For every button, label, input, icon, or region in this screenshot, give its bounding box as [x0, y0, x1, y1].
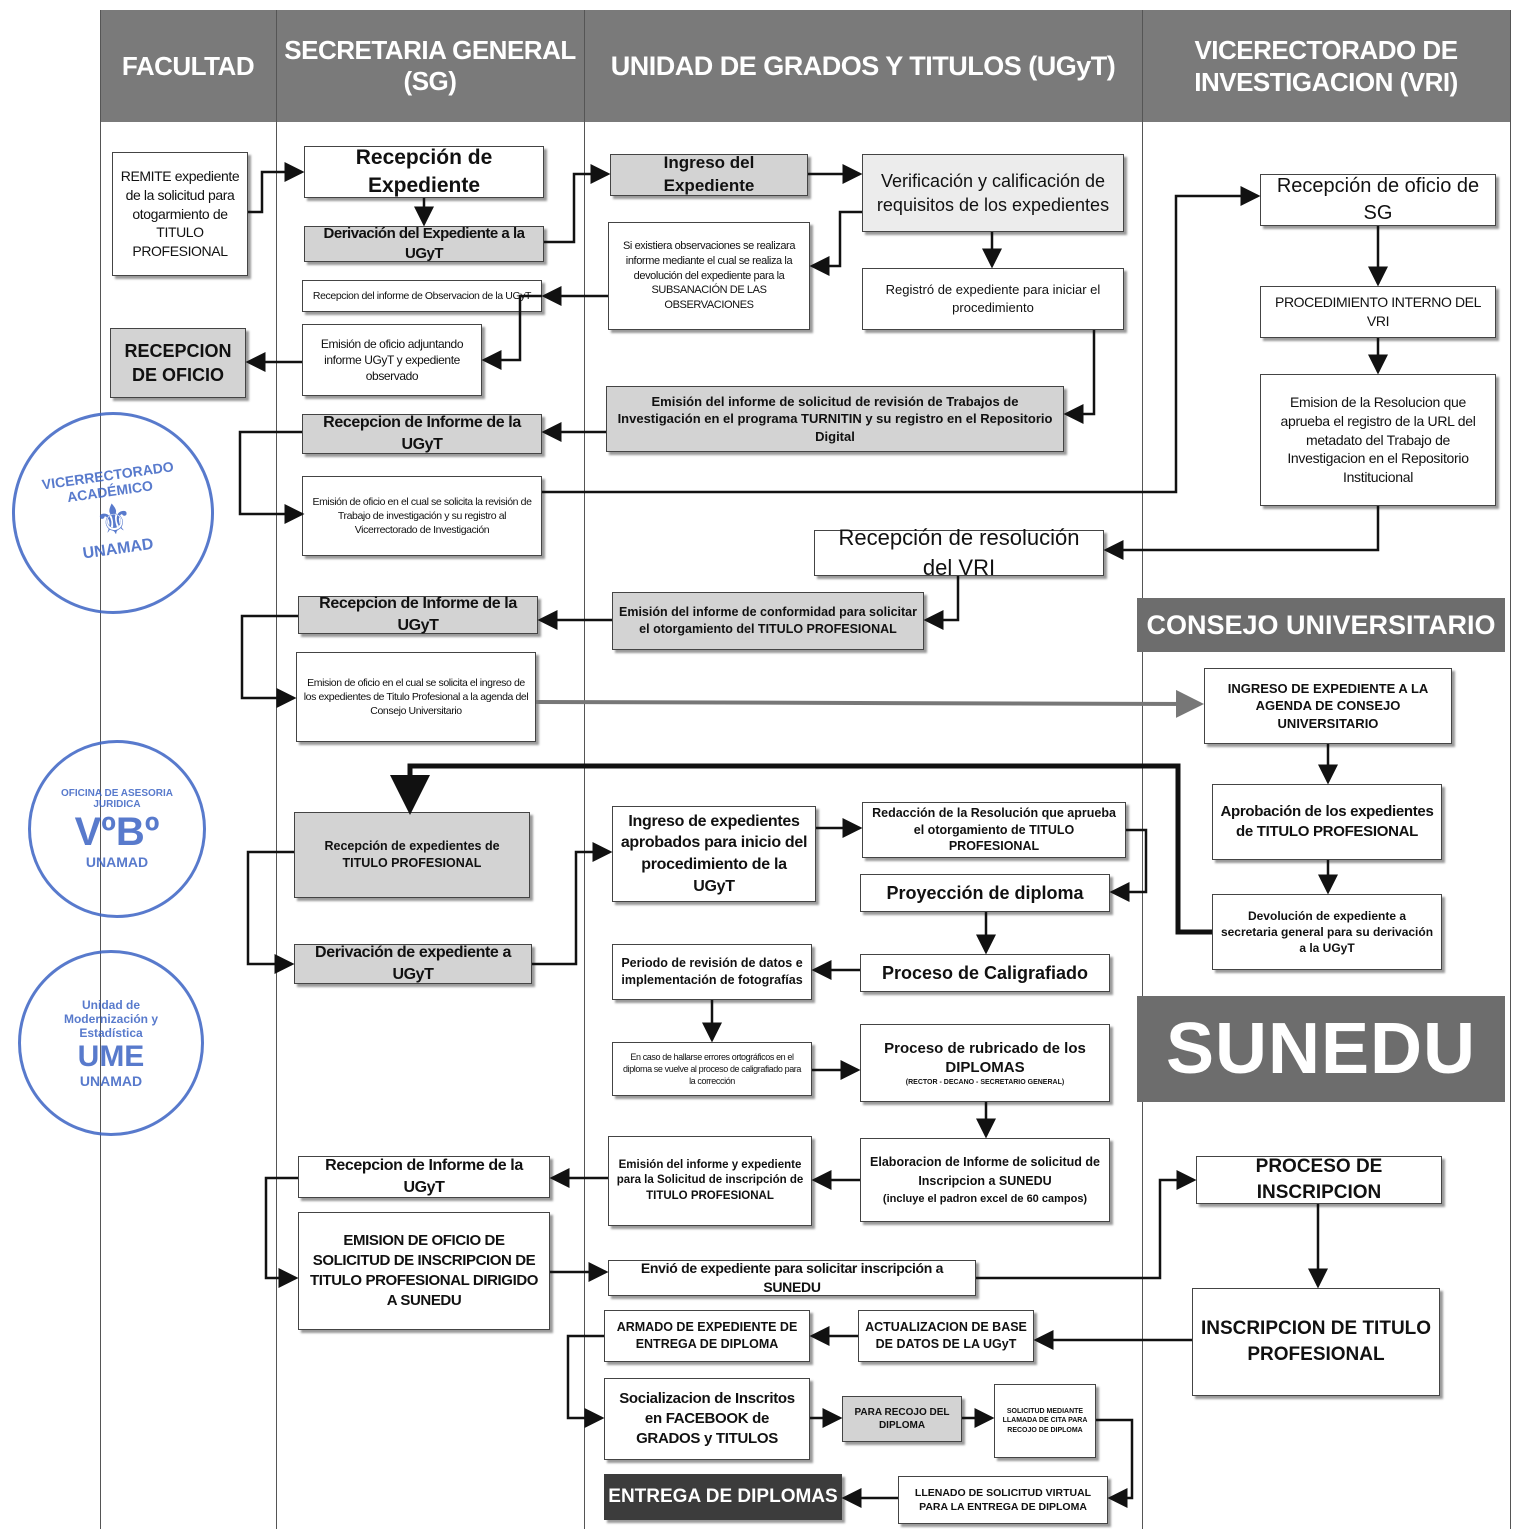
rubricado-box: Proceso de rubricado de los DIPLOMAS (RE…: [860, 1024, 1110, 1102]
elaboracion-box: Elaboracion de Informe de solicitud de I…: [860, 1138, 1110, 1222]
stamp-ume-center: UME: [77, 1039, 145, 1073]
arrow-derivacion2-ingreso: [532, 842, 613, 966]
procedimiento-vri-box: PROCEDIMIENTO INTERNO DEL VRI: [1260, 286, 1496, 338]
remite-box: REMITE expediente de la solicitud para o…: [112, 152, 248, 276]
recepcion-oficio-sg-box: Recepción de oficio de SG: [1260, 174, 1496, 226]
stamp-asesoria: OFICINA DE ASESORIA JURIDICA VºBº UNAMAD: [28, 740, 206, 918]
proceso-inscripcion-box: PROCESO DE INSCRIPCION: [1196, 1156, 1442, 1204]
header-vri: VICERECTORADO DE INVESTIGACION (VRI): [1142, 10, 1510, 122]
proceso-caligrafiado-box: Proceso de Caligrafiado: [860, 954, 1110, 992]
stamp-vicerrectorado-emblem: ⚜: [91, 493, 136, 546]
stamp-asesoria-center: VºBº: [74, 810, 160, 854]
recepcion-informe-1-box: Recepcion de Informe de la UGyT: [302, 414, 542, 454]
recepcion-oficio-box: RECEPCION DE OFICIO: [110, 328, 246, 398]
redaccion-resolucion-box: Redacción de la Resolución que aprueba e…: [862, 802, 1126, 858]
consejo-band: CONSEJO UNIVERSITARIO: [1137, 598, 1505, 652]
llenado-solicitud-box: LLENADO DE SOLICITUD VIRTUAL PARA LA ENT…: [898, 1476, 1108, 1524]
observaciones-box: Si existiera observaciones se realizara …: [608, 222, 810, 330]
header-vri-line2: INVESTIGACION (VRI): [1194, 67, 1458, 97]
lane-divider-5: [1510, 10, 1511, 1529]
stamp-vicerrectorado-bottom: UNAMAD: [81, 535, 155, 563]
registro-box: Registró de expediente para iniciar el p…: [862, 268, 1124, 330]
periodo-revision-box: Periodo de revisión de datos e implement…: [612, 944, 812, 1000]
sunedu-band: SUNEDU: [1137, 996, 1505, 1102]
recepcion-informe-3-box: Recepcion de Informe de la UGyT: [298, 1156, 550, 1198]
recepcion-informe-obs-box: Recepcion del informe de Observacion de …: [302, 280, 542, 312]
header-ugyt: UNIDAD DE GRADOS Y TITULOS (UGyT): [610, 50, 1116, 81]
stamp-ume-top: Unidad de Modernización y Estadística: [63, 997, 158, 1040]
header-sg: SECRETARIA GENERAL (SG): [284, 35, 576, 96]
armado-expediente-box: ARMADO DE EXPEDIENTE DE ENTREGA DE DIPLO…: [604, 1310, 810, 1362]
stamp-vicerrectorado: VICERRECTORADO ACADÉMICO ⚜ UNAMAD: [0, 398, 228, 628]
derivacion-ugyt-2-box: Derivación de expediente a UGyT: [294, 944, 532, 984]
lane-divider-2: [276, 10, 277, 1529]
entrega-diplomas-box: ENTREGA DE DIPLOMAS: [604, 1474, 842, 1520]
emision-oficio-obs-box: Emisión de oficio adjuntando informe UGy…: [302, 324, 482, 396]
header-bar: [100, 10, 1510, 122]
stamp-asesoria-top: OFICINA DE ASESORIA JURIDICA: [60, 788, 174, 810]
stamp-ume-bottom: UNAMAD: [79, 1072, 143, 1089]
arrow-emision-cu-agenda: [535, 689, 1204, 718]
aprobacion-expedientes-box: Aprobación de los expedientes de TITULO …: [1212, 784, 1442, 860]
arrow-recepcion-titulo-derivacion: [246, 850, 295, 974]
socializacion-box: Socializacion de Inscritos en FACEBOOK d…: [604, 1378, 810, 1460]
arrow-registro-turnitin: [1063, 330, 1096, 424]
emision-turnitin-box: Emisión del informe de solicitud de revi…: [606, 386, 1064, 452]
actualizacion-base-box: ACTUALIZACION DE BASE DE DATOS DE LA UGy…: [858, 1310, 1034, 1362]
lane-divider-3: [584, 10, 585, 1529]
para-recojo-box: PARA RECOJO DEL DIPLOMA: [842, 1396, 962, 1442]
recepcion-titulo-box: Recepción de expedientes de TITULO PROFE…: [294, 812, 530, 898]
arrow-recepcion3-emision-sunedu: [264, 1176, 299, 1288]
arrow-armado-socializacion: [566, 1334, 605, 1428]
lane-divider-4: [1142, 10, 1143, 1529]
emision-oficio-cu-box: Emision de oficio en el cual se solicita…: [296, 652, 536, 742]
arrow-verificacion-observaciones: [809, 210, 862, 276]
emision-oficio-vri-box: Emisión de oficio en el cual se solicita…: [302, 476, 542, 556]
derivacion-ugyt-box: Derivación del Expediente a la UGyT: [304, 225, 544, 262]
rubricado-sub: (RECTOR - DECANO - SECRETARIO GENERAL): [905, 1078, 1065, 1086]
arrow-recepcion1-emision-vri: [238, 430, 305, 524]
envio-expediente-box: Envió de expediente para solicitar inscr…: [608, 1260, 976, 1296]
arrow-recepcion2-emision-cu: [240, 614, 298, 708]
elaboracion-sub: (incluye el padron excel de 60 campos): [882, 1192, 1088, 1205]
ingreso-expediente-box: Ingreso del Expediente: [610, 153, 808, 196]
recepcion-informe-2-box: Recepcion de Informe de la UGyT: [298, 595, 538, 634]
stamp-asesoria-bottom: UNAMAD: [85, 854, 149, 870]
recepcion-resolucion-vri-box: Recepción de resolución del VRI: [814, 525, 1104, 580]
emision-oficio-sunedu-box: EMISION DE OFICIO DE SOLICITUD DE INSCRI…: [298, 1212, 550, 1330]
verificacion-box: Verificación y calificación de requisito…: [862, 154, 1124, 232]
emision-inscripcion-box: Emisión del informe y expediente para la…: [608, 1136, 812, 1226]
arrow-emision-resolucion-recepcion: [1103, 506, 1380, 560]
recepcion-expediente-box: Recepción de Expediente: [304, 146, 544, 198]
header-vri-line1: VICERECTORADO DE: [1194, 34, 1458, 65]
ingreso-aprobados-box: Ingreso de expedientes aprobados para in…: [612, 806, 816, 902]
rubricado-title: Proceso de rubricado de los DIPLOMAS: [884, 1039, 1086, 1077]
emision-resolucion-vri-box: Emision de la Resolucion que aprueba el …: [1260, 374, 1496, 506]
inscripcion-titulo-box: INSCRIPCION DE TITULO PROFESIONAL: [1192, 1288, 1440, 1396]
arrow-derivacion-ingreso: [544, 164, 611, 244]
ingreso-agenda-cu-box: INGRESO DE EXPEDIENTE A LA AGENDA DE CON…: [1204, 668, 1452, 744]
stamp-ume: Unidad de Modernización y Estadística UM…: [18, 950, 204, 1136]
solicitud-llamada-box: SOLICITUD MEDIANTE LLAMADA DE CITA PARA …: [994, 1384, 1096, 1458]
header-facultad: FACULTAD: [121, 50, 255, 81]
arrow-remite-recepcion: [248, 162, 305, 214]
devolucion-expediente-box: Devolución de expediente a secretaria ge…: [1212, 894, 1442, 970]
proyeccion-diploma-box: Proyección de diploma: [860, 874, 1110, 912]
elaboracion-title: Elaboracion de Informe de solicitud de I…: [870, 1155, 1100, 1188]
errores-box: En caso de hallarse errores ortográficos…: [612, 1042, 812, 1096]
emision-conformidad-box: Emisión del informe de conformidad para …: [612, 592, 924, 650]
